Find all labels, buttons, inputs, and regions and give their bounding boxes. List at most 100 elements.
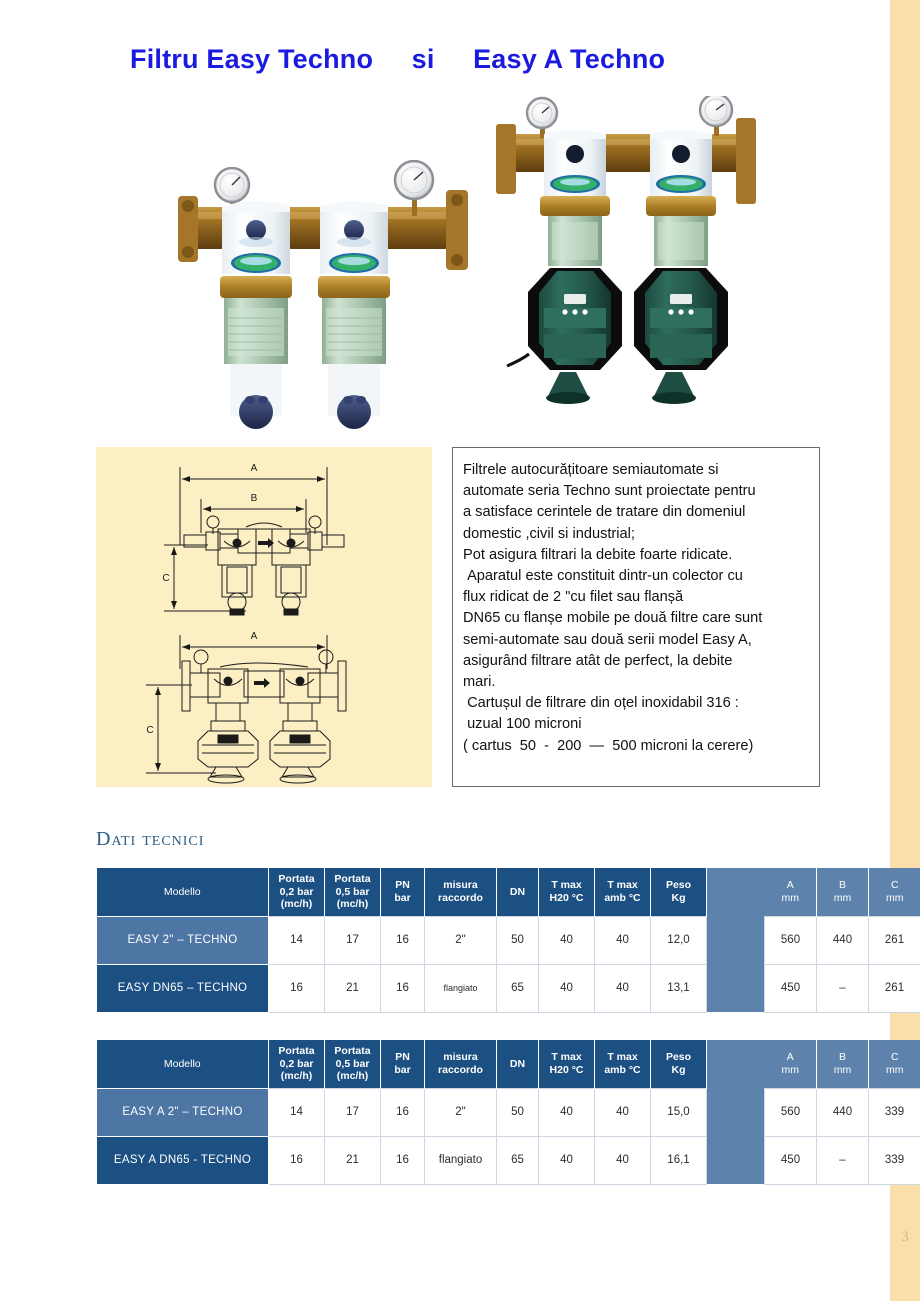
col-header-peso: Peso Kg <box>650 868 707 916</box>
easy-a-techno-filter-photo <box>472 96 782 436</box>
cell-dim-c: 339 <box>868 1087 920 1137</box>
col-header-portata-02: Portata 0,2 bar (mc/h) <box>268 868 325 916</box>
col-header-portata-05: Portata 0,5 bar (mc/h) <box>324 868 381 916</box>
svg-text:C: C <box>162 573 169 584</box>
cell-modello: EASY A 2" – TECHNO <box>96 1087 269 1137</box>
cell-tmax-amb: 40 <box>594 1087 651 1137</box>
description-line: Pot asigura filtrari la debite foarte ri… <box>463 546 733 563</box>
cell-tmax-amb: 40 <box>594 963 651 1013</box>
cell-spacer <box>706 964 765 1012</box>
cell-dim-b: – <box>816 963 869 1013</box>
cell-portata-05: 17 <box>324 1087 381 1137</box>
easy-techno-filter-photo <box>172 160 472 432</box>
cell-dim-a: 560 <box>764 915 817 965</box>
col-header-pn: PN bar <box>380 868 425 916</box>
cell-portata-02: 16 <box>268 1135 325 1185</box>
description-line: flux ridicat de 2 "cu filet sau flanșă <box>463 589 684 606</box>
table-header-row: Modello Portata 0,2 bar (mc/h) Portata 0… <box>96 868 920 916</box>
col-header-dn: DN <box>496 1040 539 1088</box>
description-line: a satisface cerintele de tratare din dom… <box>463 504 746 521</box>
col-header-spacer <box>706 1040 765 1088</box>
cell-spacer <box>706 1088 765 1136</box>
cell-dim-c: 339 <box>868 1135 920 1185</box>
col-header-misura-raccordo: misura raccordo <box>424 1040 497 1088</box>
cell-peso: 12,0 <box>650 915 707 965</box>
col-header-dim-a: A mm <box>764 868 817 916</box>
cell-peso: 13,1 <box>650 963 707 1013</box>
table-row: EASY A 2" – TECHNO 14 17 16 2" 50 40 40 … <box>96 1087 920 1137</box>
description-line: automate seria Techno sunt proiectate pe… <box>463 483 756 500</box>
cell-modello: EASY 2" – TECHNO <box>96 915 269 965</box>
table-row: EASY DN65 – TECHNO 16 21 16 flangiato 65… <box>96 963 920 1013</box>
cell-portata-02: 14 <box>268 915 325 965</box>
description-line: Aparatul este constituit dintr-un colect… <box>463 568 743 585</box>
cell-portata-05: 21 <box>324 963 381 1013</box>
cell-dim-a: 560 <box>764 1087 817 1137</box>
col-header-dn: DN <box>496 868 539 916</box>
cell-tmax-h20: 40 <box>538 963 595 1013</box>
cell-spacer <box>706 916 765 964</box>
cell-modello: EASY A DN65 - TECHNO <box>96 1135 269 1185</box>
col-header-tmax-amb: T max amb °C <box>594 1040 651 1088</box>
svg-text:B: B <box>251 493 258 504</box>
cell-misura-raccordo: flangiato <box>424 1135 497 1185</box>
dimension-drawing-easy-a-techno: A C <box>96 623 432 785</box>
cell-tmax-h20: 40 <box>538 1135 595 1185</box>
col-header-dim-c: C mm <box>868 868 920 916</box>
cell-dim-b: – <box>816 1135 869 1185</box>
cell-dn: 65 <box>496 963 539 1013</box>
cell-misura-raccordo: 2" <box>424 1087 497 1137</box>
col-header-pn: PN bar <box>380 1040 425 1088</box>
cell-pn: 16 <box>380 915 425 965</box>
col-header-dim-a: A mm <box>764 1040 817 1088</box>
col-header-dim-b: B mm <box>816 868 869 916</box>
cell-tmax-h20: 40 <box>538 915 595 965</box>
svg-text:A: A <box>251 631 258 642</box>
description-box: Filtrele autocurățitoare semiautomate si… <box>452 447 820 787</box>
description-line: semi-automate sau două serii model Easy … <box>463 631 752 648</box>
cell-pn: 16 <box>380 1087 425 1137</box>
cell-dim-c: 261 <box>868 963 920 1013</box>
cell-dn: 50 <box>496 1087 539 1137</box>
cell-dn: 65 <box>496 1135 539 1185</box>
cell-dim-a: 450 <box>764 1135 817 1185</box>
cell-portata-05: 21 <box>324 1135 381 1185</box>
cell-dim-c: 261 <box>868 915 920 965</box>
cell-spacer <box>706 1136 765 1184</box>
table-row: EASY A DN65 - TECHNO 16 21 16 flangiato … <box>96 1135 920 1185</box>
cell-pn: 16 <box>380 1135 425 1185</box>
spec-table-easy-a-techno: Modello Portata 0,2 bar (mc/h) Portata 0… <box>96 1040 920 1185</box>
col-header-portata-02: Portata 0,2 bar (mc/h) <box>268 1040 325 1088</box>
description-line: mari. <box>463 674 496 691</box>
cell-dim-a: 450 <box>764 963 817 1013</box>
col-header-dim-b: B mm <box>816 1040 869 1088</box>
table-row: EASY 2" – TECHNO 14 17 16 2" 50 40 40 12… <box>96 915 920 965</box>
spec-table-easy-techno: Modello Portata 0,2 bar (mc/h) Portata 0… <box>96 868 920 1013</box>
col-header-spacer <box>706 868 765 916</box>
col-header-modello: Modello <box>96 1040 269 1088</box>
cell-peso: 15,0 <box>650 1087 707 1137</box>
col-header-portata-05: Portata 0,5 bar (mc/h) <box>324 1040 381 1088</box>
page-title: Filtru Easy Techno si Easy A Techno <box>130 44 666 74</box>
cell-portata-02: 16 <box>268 963 325 1013</box>
dimension-drawing-easy-techno: A B C <box>96 449 432 621</box>
section-heading-dati-tecnici: Dati tecnici <box>96 828 205 850</box>
col-header-tmax-h20: T max H20 °C <box>538 1040 595 1088</box>
description-line: uzual 100 microni <box>463 716 582 733</box>
description-line: DN65 cu flanșe mobile pe două filtre car… <box>463 610 763 627</box>
description-line: ( cartus 50 - 200 — 500 microni la cerer… <box>463 737 754 754</box>
col-header-tmax-amb: T max amb °C <box>594 868 651 916</box>
cell-misura-raccordo: 2" <box>424 915 497 965</box>
col-header-dim-c: C mm <box>868 1040 920 1088</box>
cell-portata-05: 17 <box>324 915 381 965</box>
cell-tmax-amb: 40 <box>594 1135 651 1185</box>
cell-dim-b: 440 <box>816 1087 869 1137</box>
col-header-misura-raccordo: misura raccordo <box>424 868 497 916</box>
cell-peso: 16,1 <box>650 1135 707 1185</box>
cell-misura-raccordo: flangiato <box>424 963 497 1013</box>
description-line: asigurând filtrare atât de perfect, la d… <box>463 652 733 669</box>
cell-dn: 50 <box>496 915 539 965</box>
col-header-modello: Modello <box>96 868 269 916</box>
col-header-tmax-h20: T max H20 °C <box>538 868 595 916</box>
description-line: domestic ,civil si industrial; <box>463 525 635 542</box>
